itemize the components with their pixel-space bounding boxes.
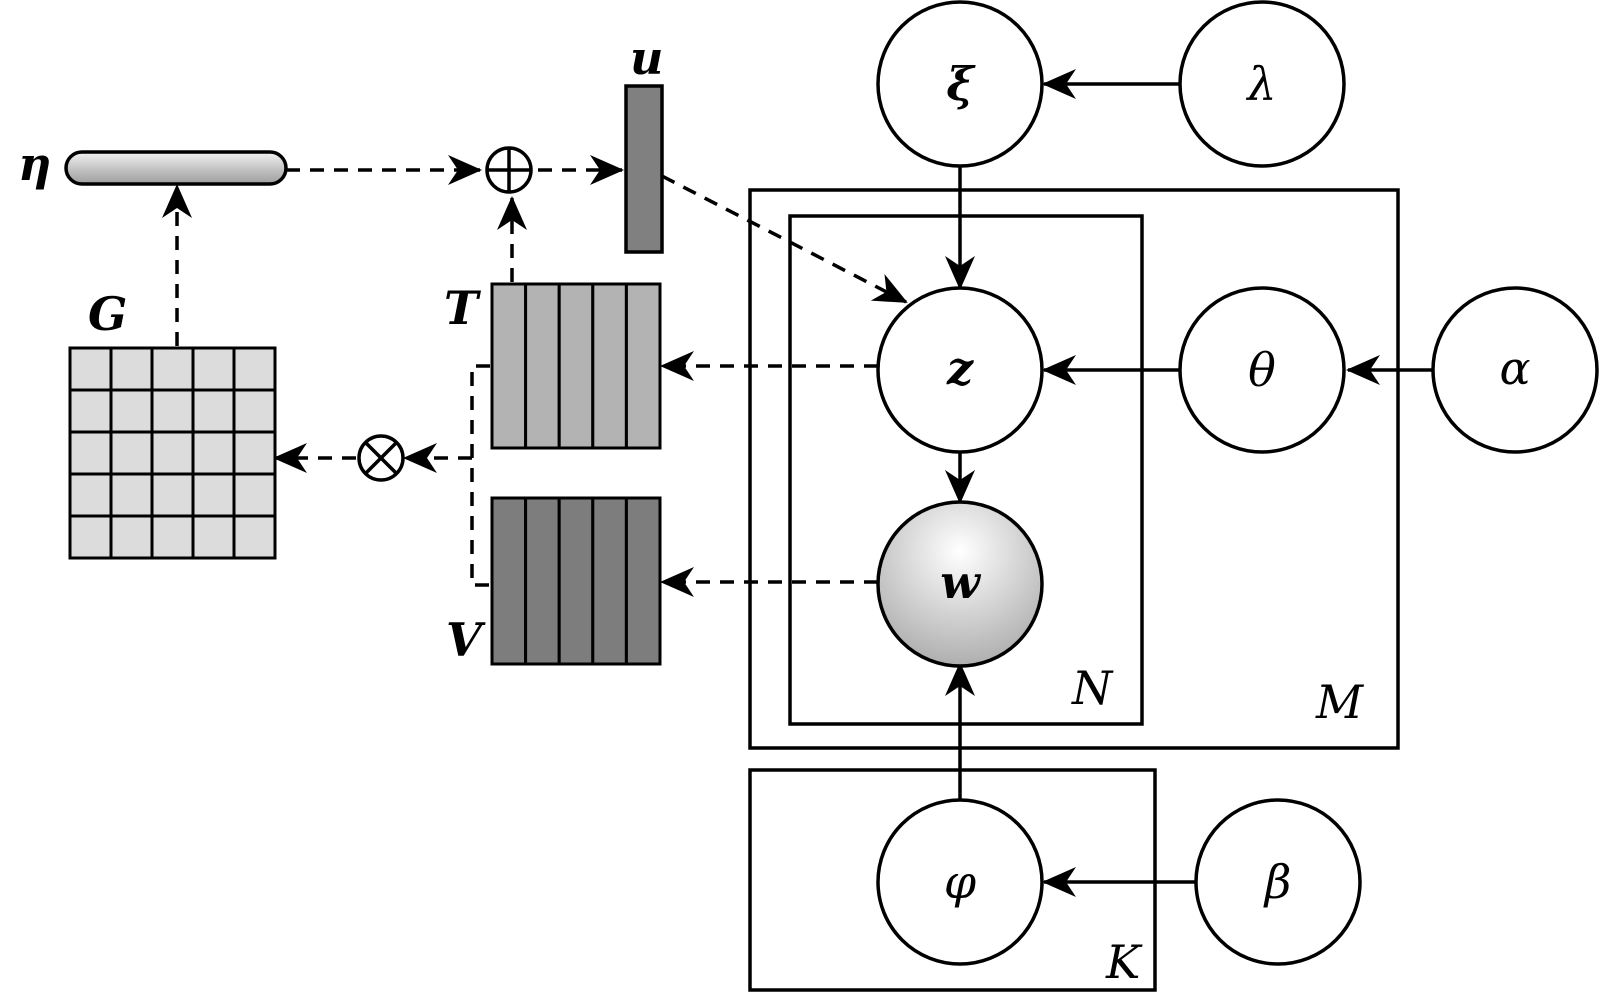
eta-label: η xyxy=(18,137,51,191)
svg-text:w: w xyxy=(940,555,981,609)
node-phi: φ xyxy=(876,798,1044,966)
V-label: V xyxy=(446,613,486,667)
vmatrix-cell xyxy=(490,496,528,666)
gmatrix-cell xyxy=(191,388,236,434)
gmatrix-cell xyxy=(109,346,154,392)
svg-text:α: α xyxy=(1499,341,1530,395)
plate-M-label: M xyxy=(1315,675,1365,729)
node-w-observed: w xyxy=(876,500,1044,668)
node-theta: θ xyxy=(1178,286,1346,454)
svg-text:θ: θ xyxy=(1248,343,1276,397)
svg-text:λ: λ xyxy=(1245,57,1276,111)
eta-bar xyxy=(64,150,288,186)
gmatrix-cell xyxy=(68,346,113,392)
plate-N xyxy=(788,214,1144,726)
svg-text:ξ: ξ xyxy=(946,57,976,111)
node-z: z xyxy=(876,286,1044,454)
vmatrix-cell xyxy=(591,496,628,666)
gmatrix-cell xyxy=(191,346,236,392)
node-alpha: α xyxy=(1431,286,1599,454)
gmatrix-cell xyxy=(232,388,277,434)
edge-TV-bracket xyxy=(470,364,490,587)
node-xi: ξ xyxy=(876,0,1044,168)
T-label: T xyxy=(444,281,482,335)
V-matrix xyxy=(490,496,662,666)
vmatrix-cell xyxy=(624,496,662,666)
gmatrix-cell xyxy=(191,430,236,476)
svg-text:z: z xyxy=(946,341,974,395)
G-matrix xyxy=(68,346,277,560)
gmatrix-cell xyxy=(232,514,277,560)
u-bar xyxy=(624,84,664,254)
gmatrix-cell xyxy=(109,388,154,434)
gmatrix-cell xyxy=(191,514,236,560)
gmatrix-cell xyxy=(232,346,277,392)
tmatrix-cell xyxy=(557,282,595,450)
gmatrix-cell xyxy=(232,472,277,518)
gmatrix-cell xyxy=(150,430,195,476)
tmatrix-cell xyxy=(524,282,561,450)
svg-text:φ: φ xyxy=(944,855,977,909)
gmatrix-cell xyxy=(232,430,277,476)
gmatrix-cell xyxy=(68,514,113,560)
plate-K-label: K xyxy=(1105,935,1143,989)
tmatrix-cell xyxy=(624,282,662,450)
times-operator xyxy=(357,434,405,482)
gmatrix-cell xyxy=(68,472,113,518)
gmatrix-cell xyxy=(109,430,154,476)
gmatrix-cell xyxy=(150,514,195,560)
tmatrix-cell xyxy=(490,282,528,450)
gmatrix-cell xyxy=(191,472,236,518)
vmatrix-cell xyxy=(557,496,595,666)
plate-M xyxy=(748,188,1400,750)
G-label: G xyxy=(88,287,127,341)
gmatrix-cell xyxy=(150,346,195,392)
gmatrix-cell xyxy=(150,388,195,434)
plus-operator xyxy=(485,146,533,194)
node-beta: β xyxy=(1194,798,1362,966)
svg-text:β: β xyxy=(1263,855,1292,909)
gmatrix-cell xyxy=(109,472,154,518)
gmatrix-cell xyxy=(150,472,195,518)
T-matrix xyxy=(490,282,662,450)
gmatrix-cell xyxy=(68,430,113,476)
vmatrix-cell xyxy=(524,496,561,666)
gmatrix-cell xyxy=(109,514,154,560)
u-label: u xyxy=(630,31,663,85)
edge-u-z xyxy=(661,174,908,304)
node-lambda: λ xyxy=(1178,0,1346,168)
tmatrix-cell xyxy=(591,282,628,450)
plate-N-label: N xyxy=(1071,661,1114,715)
plate-K xyxy=(748,768,1157,992)
gmatrix-cell xyxy=(68,388,113,434)
